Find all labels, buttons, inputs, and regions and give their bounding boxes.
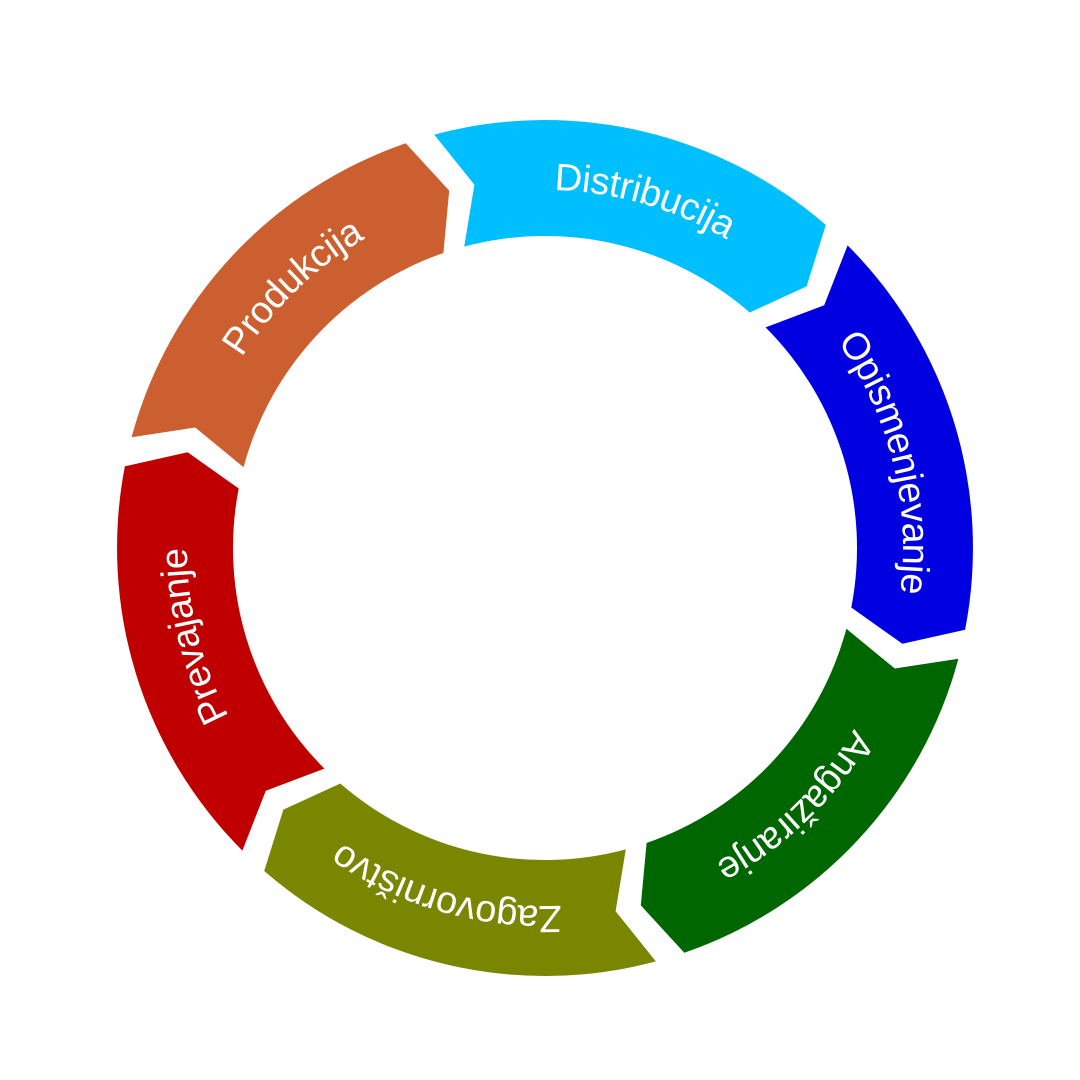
cycle-segment-opismenjevanje — [765, 245, 973, 644]
cycle-labels: OpismenjevanjeAngažiranjeZagovorništvoPr… — [154, 157, 936, 939]
cycle-segments — [117, 120, 973, 976]
cycle-segment-angaziranje — [640, 628, 959, 953]
cycle-segment-prevajanje — [117, 452, 325, 851]
cycle-segment-produkcija — [131, 143, 450, 468]
cycle-segment-distribucija — [434, 120, 826, 313]
cycle-segment-zagovornistvo — [264, 783, 656, 976]
